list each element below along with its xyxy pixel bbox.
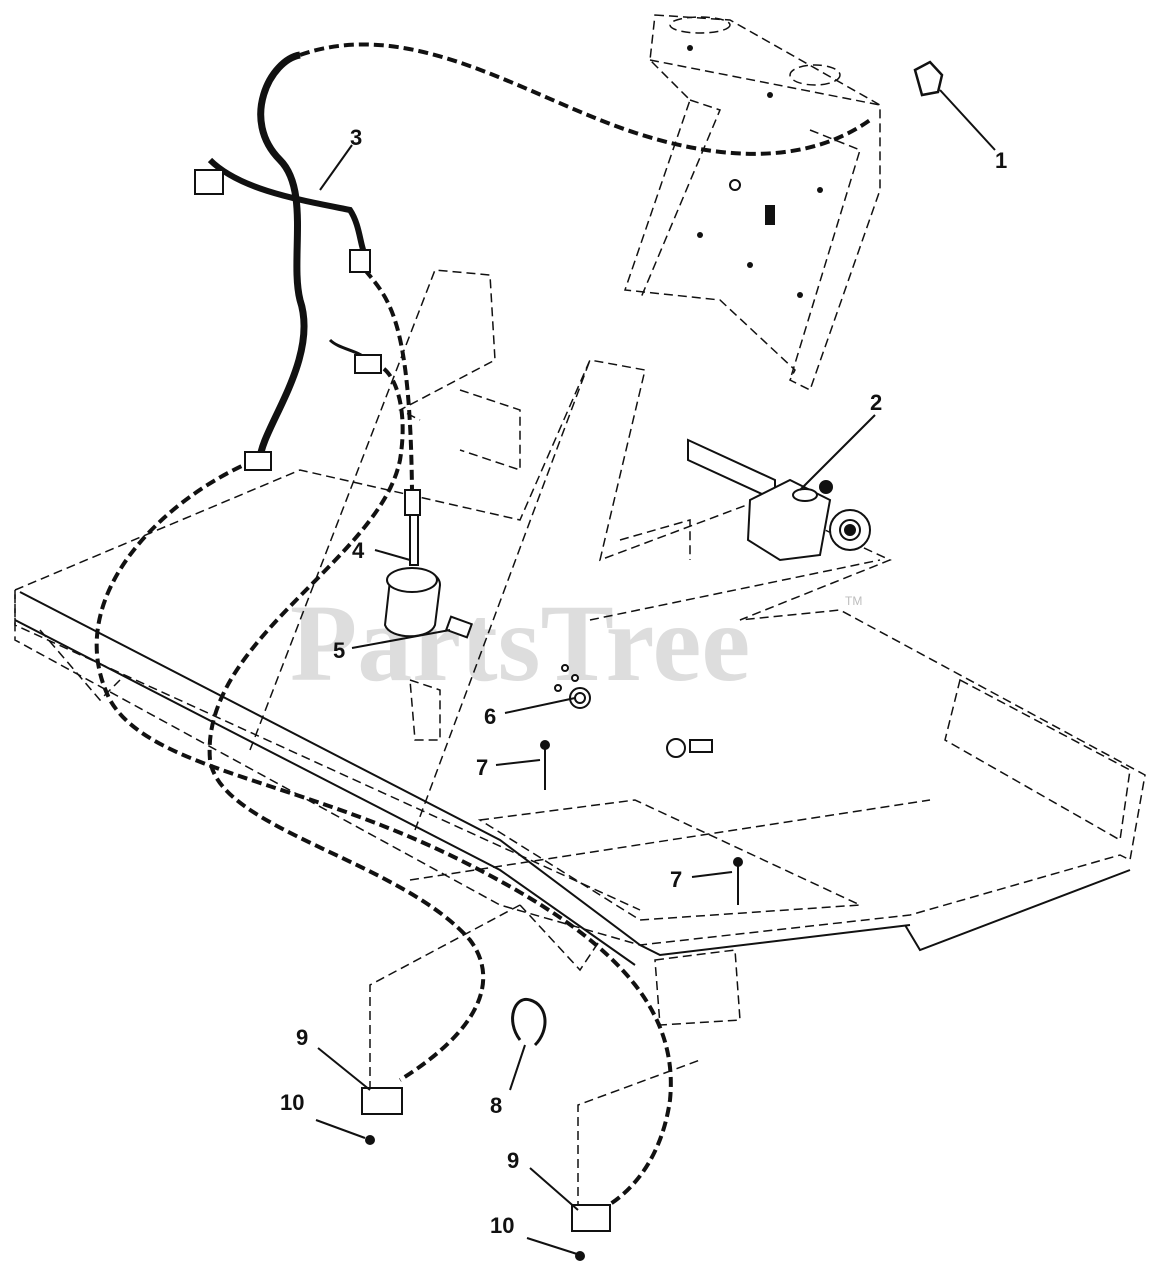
callout-7a: 7 [476, 755, 488, 780]
callout-6: 6 [484, 704, 496, 729]
deck-edges [14, 591, 1131, 966]
callout-8: 8 [490, 1093, 502, 1118]
panel-holes [687, 45, 823, 298]
callout-9b: 9 [507, 1148, 519, 1173]
part-10-nuts [365, 1135, 585, 1261]
part-8-clip [511, 997, 547, 1047]
callout-1: 1 [995, 148, 1007, 173]
callout-3: 3 [350, 125, 362, 150]
callout-2: 2 [870, 390, 882, 415]
part-2-switch [687, 438, 871, 562]
callout-5: 5 [333, 638, 345, 663]
part-6-nut [554, 664, 713, 758]
callout-4: 4 [352, 538, 365, 563]
callout-7b: 7 [670, 867, 682, 892]
watermark-trademark: TM [845, 594, 862, 608]
leader-lines [315, 89, 996, 1255]
part-9-switches [361, 1087, 611, 1232]
watermark-text: PartsTree [290, 582, 750, 704]
part-4-sensor [383, 514, 474, 639]
harness-connectors [194, 169, 421, 516]
part-1-plug [913, 60, 944, 97]
callout-10a: 10 [280, 1090, 304, 1115]
callout-9a: 9 [296, 1025, 308, 1050]
part-7-screws [540, 740, 743, 905]
callout-10b: 10 [490, 1213, 514, 1238]
wire-harness [94, 42, 872, 1212]
switch-brackets [369, 904, 701, 1210]
mounting-panel [623, 14, 881, 392]
